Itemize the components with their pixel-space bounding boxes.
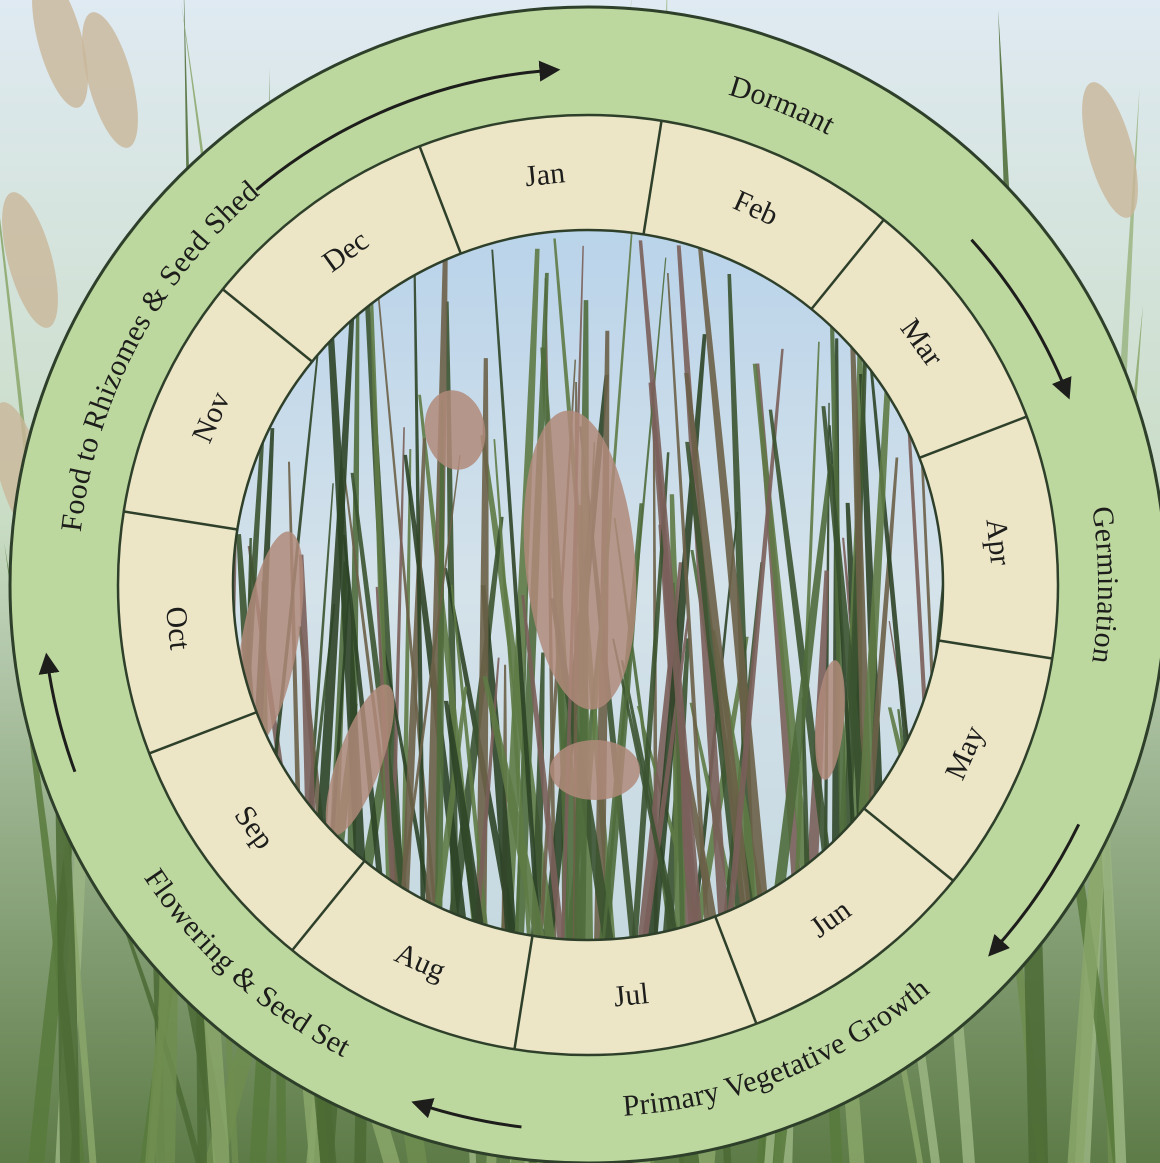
- month-label-jan: Jan: [523, 156, 566, 193]
- month-label-apr: Apr: [979, 517, 1017, 567]
- photo-reed-plume: [550, 740, 640, 800]
- month-label-jul: Jul: [612, 977, 650, 1013]
- month-label-oct: Oct: [159, 605, 196, 652]
